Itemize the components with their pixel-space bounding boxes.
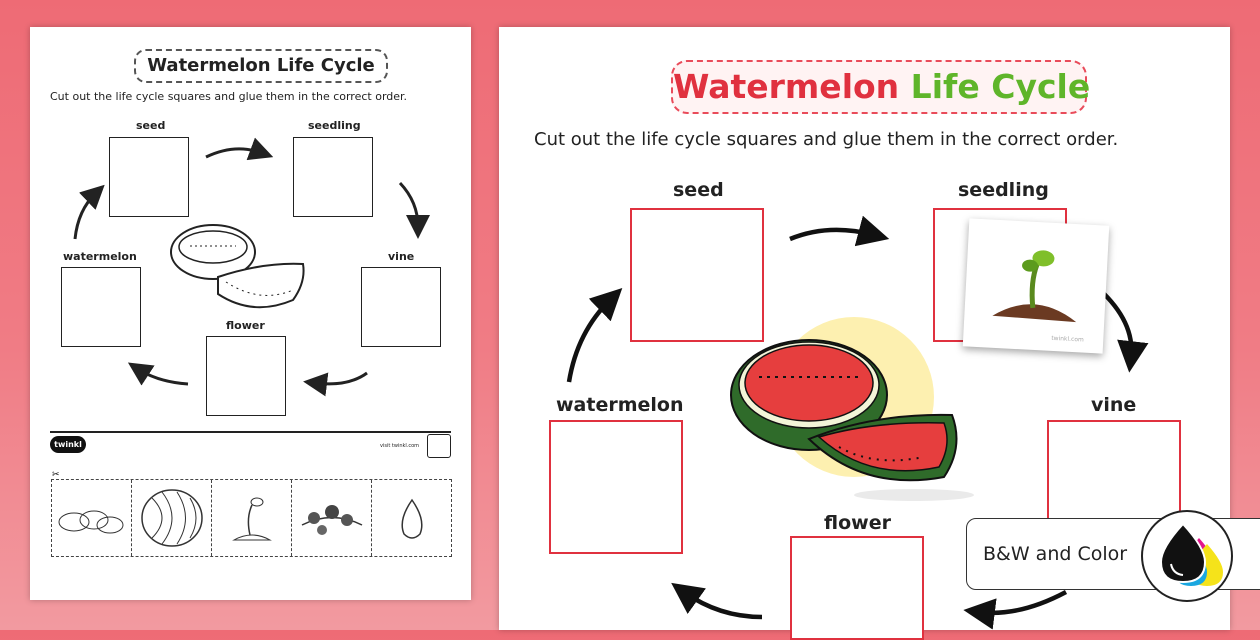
badge-text: B&W and Color	[983, 543, 1127, 565]
twinkl-logo: twinkl	[50, 436, 86, 453]
cut-cell-vine	[292, 480, 372, 556]
ink-drops-graphic	[1143, 512, 1231, 600]
seed-outline-icon	[372, 480, 450, 556]
bw-worksheet: Watermelon Life Cycle Cut out the life c…	[30, 27, 471, 600]
vine-outline-icon	[292, 480, 370, 556]
ink-drops-icon	[1141, 510, 1233, 602]
whole-watermelon-icon	[132, 480, 210, 556]
footer-divider	[50, 431, 451, 433]
footer-url: visit twinkl.com	[380, 443, 419, 449]
seedling-color-icon	[963, 218, 1110, 353]
badge-icon	[427, 434, 451, 458]
cut-cell-seed	[372, 480, 451, 556]
watermelons-icon	[52, 480, 130, 556]
seedling-card: twinkl.com	[963, 218, 1110, 353]
watermelon-outline-icon	[168, 222, 318, 322]
seedling-outline-icon	[212, 480, 290, 556]
cut-out-strip	[51, 479, 452, 557]
cut-cell-seedling	[212, 480, 292, 556]
cut-cell-watermelon	[132, 480, 212, 556]
cut-cell-watermelon-pile	[52, 480, 132, 556]
watermelon-color-icon	[724, 317, 984, 517]
